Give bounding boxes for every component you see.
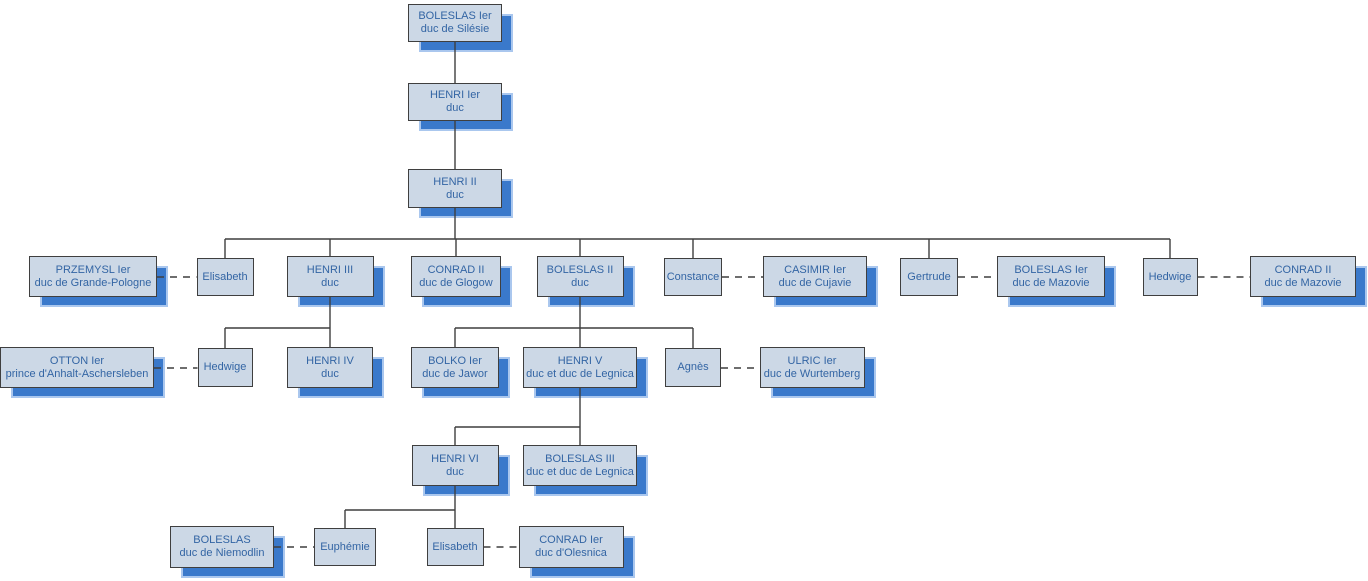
tree-connector-henri3 <box>224 297 331 348</box>
person-name: CASIMIR Ier <box>784 263 846 276</box>
person-name: Agnès <box>677 361 709 373</box>
person-node-euphemie: Euphémie <box>314 528 376 566</box>
person-name: Euphémie <box>320 540 370 553</box>
person-name: HENRI II <box>433 175 477 188</box>
person-title: duc de Grande-Pologne <box>34 276 152 289</box>
person-name: BOLESLAS <box>193 534 251 546</box>
person-node-agnes: Agnès <box>665 348 721 387</box>
tree-connector-henri5 <box>454 388 581 445</box>
person-name: HENRI IV <box>306 354 354 367</box>
person-name: BOLESLAS III <box>545 452 615 465</box>
person-name: ULRIC Ier <box>787 354 837 367</box>
tree-connector-boleslas2 <box>454 297 694 348</box>
person-name: HENRI V <box>557 354 603 367</box>
person-title: prince d'Anhalt-Aschersleben <box>5 367 149 380</box>
person-name: Hedwige <box>203 361 247 373</box>
person-title: duc de Wurtemberg <box>763 367 861 380</box>
person-title: duc <box>446 102 464 114</box>
person-name: Elisabeth <box>432 540 478 553</box>
person-name: Gertrude <box>907 270 951 283</box>
person-title: duc de Mazovie <box>1012 276 1090 289</box>
person-node-constance: Constance <box>664 258 722 296</box>
person-title: duc de Cujavie <box>778 276 852 289</box>
tree-connector-henri2 <box>224 208 1171 258</box>
person-node-elisabeth1: Elisabeth <box>196 258 254 296</box>
person-title: duc <box>571 276 589 289</box>
person-node-hedwige2: Hedwige <box>197 348 253 387</box>
person-title: duc <box>321 367 339 380</box>
person-name: BOLESLAS Ier <box>418 10 492 22</box>
person-node-gertrude: Gertrude <box>900 258 958 296</box>
person-title: duc de Glogow <box>419 276 493 289</box>
person-title: duc de Silésie <box>420 23 490 35</box>
person-name: Elisabeth <box>202 270 248 283</box>
person-name: BOLESLAS Ier <box>1014 263 1088 276</box>
person-name: OTTON Ier <box>49 354 105 367</box>
person-name: CONRAD II <box>427 263 485 276</box>
person-name: BOLESLAS II <box>546 263 614 276</box>
person-title: duc de Mazovie <box>1264 276 1342 289</box>
person-name: CONRAD Ier <box>539 534 603 546</box>
person-name: HENRI Ier <box>429 89 481 101</box>
person-node-elisabeth2: Elisabeth <box>426 528 484 566</box>
person-name: PRZEMYSL Ier <box>55 263 131 276</box>
person-node-hedwige1: Hedwige <box>1142 258 1198 296</box>
tree-connector-henri6 <box>344 486 456 528</box>
person-name: HENRI III <box>306 263 354 276</box>
person-title: duc <box>446 465 464 478</box>
person-name: HENRI VI <box>431 452 479 465</box>
person-title: duc d'Olesnica <box>535 547 607 559</box>
person-title: duc <box>446 188 464 201</box>
person-title: duc de Jawor <box>422 367 488 380</box>
person-name: BOLKO Ier <box>428 354 482 367</box>
person-name: Constance <box>666 270 720 283</box>
person-name: CONRAD II <box>1274 263 1332 276</box>
person-name: Hedwige <box>1148 270 1192 283</box>
person-title: duc de Niemodlin <box>179 547 265 559</box>
person-title: duc et duc de Legnica <box>526 465 634 478</box>
person-title: duc et duc de Legnica <box>526 367 634 380</box>
person-title: duc <box>321 276 339 289</box>
